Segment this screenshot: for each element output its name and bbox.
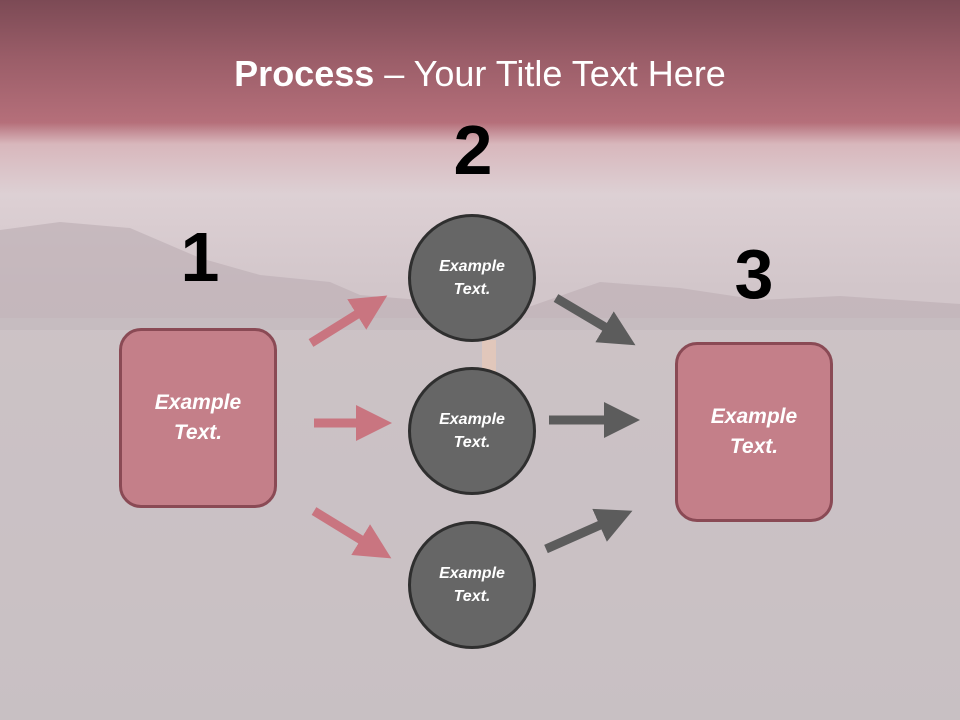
arrow-left-to-top [308, 295, 388, 347]
title-rest-part: – Your Title Text Here [374, 53, 726, 94]
right-text-box: Example Text. [675, 342, 833, 522]
arrow-bottom-to-right [544, 508, 633, 554]
circle-bottom-line1: Example [439, 565, 505, 582]
right-box-line1: Example [710, 405, 798, 428]
right-box-line2: Text. [729, 435, 779, 458]
circle-bottom: Example Text. [408, 521, 536, 649]
arrow-left-to-bottom [311, 507, 392, 559]
left-text-box: Example Text. [119, 328, 277, 508]
step-number-1: 1 [180, 218, 220, 296]
arrow-top-to-right [553, 294, 636, 346]
left-box-line1: Example [154, 391, 242, 414]
left-box-line2: Text. [173, 421, 223, 444]
circle-top: Example Text. [408, 214, 536, 342]
title-bold-part: Process [234, 53, 375, 94]
slide-title: Process – Your Title Text Here [0, 50, 960, 98]
circle-middle-line2: Text. [453, 434, 491, 451]
step-number-3: 3 [734, 235, 774, 313]
circle-middle-line1: Example [439, 411, 505, 428]
circle-top-line2: Text. [453, 281, 491, 298]
circle-middle: Example Text. [408, 367, 536, 495]
step-number-2: 2 [453, 111, 493, 189]
circle-top-line1: Example [439, 258, 505, 275]
circle-bottom-line2: Text. [453, 588, 491, 605]
